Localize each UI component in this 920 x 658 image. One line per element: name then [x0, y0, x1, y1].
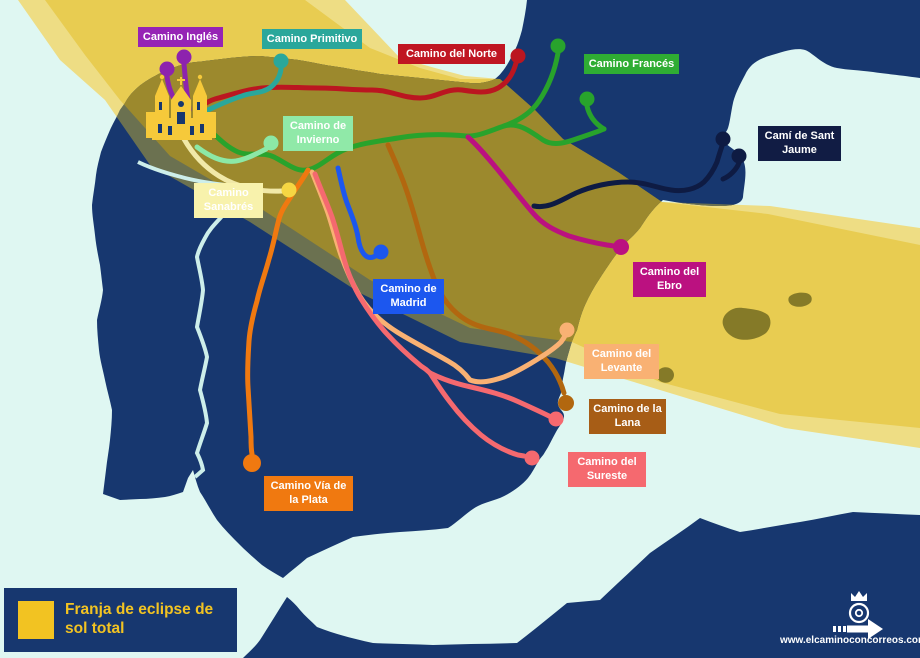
- island-menorca: [788, 292, 812, 307]
- route-camino-del-norte: [194, 60, 519, 112]
- land-africa: [243, 512, 920, 658]
- badge-camino-primitivo: Camino Primitivo: [262, 29, 362, 50]
- pin-sureste-2: [524, 450, 540, 466]
- badge-camino-via-de-la-plata: Camino Vía de la Plata: [264, 476, 353, 511]
- legend-caption: Franja de eclipse de sol total: [65, 601, 213, 639]
- legend-caption-line1: Franja de eclipse de: [65, 601, 214, 619]
- pin-primitivo: [273, 53, 289, 69]
- route-camino-sanabres: [181, 136, 285, 194]
- pin-sureste-1: [548, 411, 564, 427]
- correos-logo-icon: [833, 591, 883, 639]
- route-pins: [159, 38, 747, 472]
- pin-plata: [243, 454, 261, 472]
- badge-camino-de-invierno: Camino de Invierno: [283, 116, 353, 151]
- pin-sanabres: [281, 182, 297, 198]
- pin-jaume-2: [731, 148, 747, 164]
- island-mallorca: [722, 307, 771, 340]
- route-camino-frances: [197, 119, 607, 173]
- badge-camino-del-norte: Camino del Norte: [398, 44, 505, 65]
- website-url: www.elcaminoconcorreos.com: [780, 635, 920, 646]
- badge-camino-del-ebro: Camino del Ebro: [633, 262, 706, 297]
- pin-ingles-2: [176, 49, 192, 65]
- badge-cami-de-sant-jaume: Camí de Sant Jaume: [758, 126, 841, 161]
- badge-camino-de-madrid: Camino de Madrid: [373, 279, 444, 314]
- route-camino-frances-branch-1: [501, 50, 561, 129]
- route-camino-de-madrid: [335, 165, 380, 261]
- pin-ebro: [613, 239, 629, 255]
- pin-norte: [510, 48, 526, 64]
- pin-frances-2: [579, 91, 595, 107]
- route-camino-frances-branch-2: [584, 103, 607, 132]
- pin-jaume-1: [715, 131, 731, 147]
- pin-madrid: [373, 244, 389, 260]
- route-camino-primitivo: [196, 66, 284, 118]
- badge-camino-frances: Camino Francés: [584, 54, 679, 75]
- balearic-islands: [656, 292, 812, 383]
- route-camino-de-invierno: [194, 144, 269, 164]
- route-camino-via-de-la-plata: [245, 167, 311, 457]
- route-camino-del-sureste: [312, 171, 433, 376]
- island-ibiza: [656, 367, 674, 383]
- badge-camino-del-levante: Camino del Levante: [584, 344, 659, 379]
- route-cami-de-sant-jaume-branch: [720, 160, 742, 182]
- badge-camino-ingles: Camino Inglés: [138, 27, 223, 48]
- pin-invierno: [263, 135, 279, 151]
- route-camino-del-sureste-branch-b: [427, 370, 527, 459]
- pin-lana: [558, 395, 574, 411]
- route-camino-de-la-lana: [385, 142, 567, 396]
- pin-frances-1: [550, 38, 566, 54]
- pin-levante: [559, 322, 575, 338]
- badge-camino-sanabres: Camino Sanabrés: [194, 183, 263, 218]
- route-camino-del-ebro: [465, 134, 617, 249]
- legend-eclipse-band: Franja de eclipse de sol total: [4, 588, 237, 652]
- badge-camino-del-sureste: Camino del Sureste: [568, 452, 646, 487]
- santiago-cathedral-icon: [146, 74, 216, 140]
- pin-ingles-1: [159, 61, 175, 77]
- legend-caption-line2: sol total: [65, 620, 125, 637]
- route-cami-de-sant-jaume: [531, 143, 725, 210]
- legend-swatch: [18, 601, 54, 639]
- badge-camino-de-la-lana: Camino de la Lana: [589, 399, 666, 434]
- route-camino-del-sureste-branch-a: [427, 370, 552, 419]
